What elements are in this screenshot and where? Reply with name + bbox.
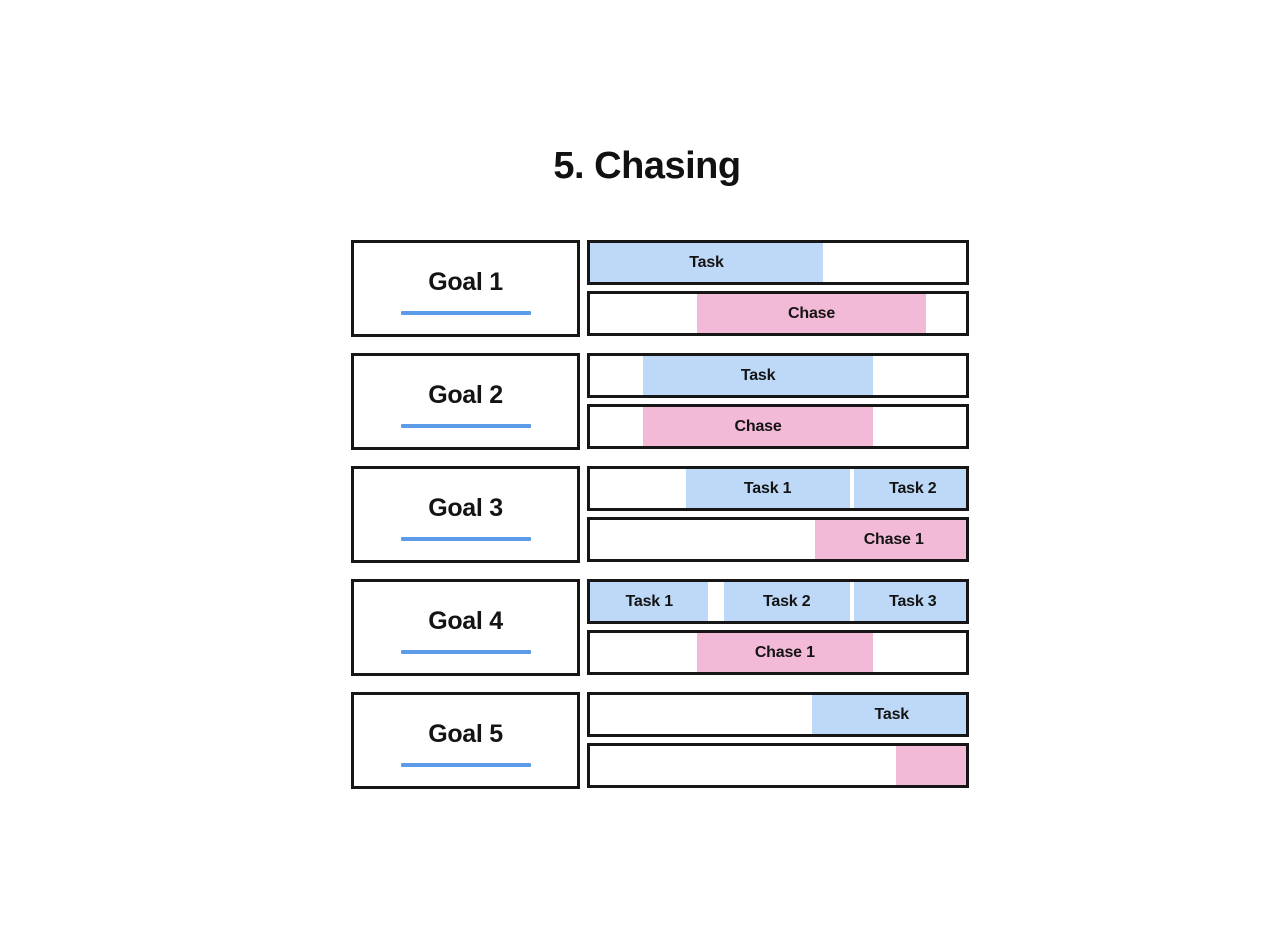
goal-underline xyxy=(400,536,531,541)
chase-bar[interactable] xyxy=(895,746,966,785)
task-bar-label: Task 2 xyxy=(762,592,811,610)
chase-bar[interactable]: Chase 1 xyxy=(696,633,873,672)
goal-label: Goal 3 xyxy=(428,493,503,522)
chase-bar-label: Chase xyxy=(734,417,782,435)
task-bar-label: Task 2 xyxy=(889,479,937,497)
chase-bar-label: Chase 1 xyxy=(863,530,924,548)
goal-card[interactable]: Goal 2 xyxy=(351,353,580,450)
chase-bar[interactable]: Chase xyxy=(643,407,873,446)
track-inner: Task xyxy=(590,356,966,395)
goal-card[interactable]: Goal 3 xyxy=(351,466,580,563)
task-bar[interactable]: Task 2 xyxy=(723,582,850,621)
goal-underline xyxy=(400,649,531,654)
goal-underline xyxy=(400,310,531,315)
chase-track: Chase 1 xyxy=(587,630,969,675)
chase-track xyxy=(587,743,969,788)
task-track: Task xyxy=(587,692,969,737)
task-bar-label: Task xyxy=(689,253,724,271)
goal-label: Goal 5 xyxy=(428,719,503,748)
chase-bar[interactable]: Chase xyxy=(696,294,927,333)
goal-tracks: Task 1 Task 2 Chase 1 xyxy=(587,466,969,563)
track-inner: Chase 1 xyxy=(590,520,966,559)
track-inner: Chase xyxy=(590,294,966,333)
chase-bar[interactable]: Chase 1 xyxy=(815,520,966,559)
track-inner: Task xyxy=(590,695,966,734)
goal-card[interactable]: Goal 1 xyxy=(351,240,580,337)
task-bar[interactable]: Task 1 xyxy=(685,469,850,508)
track-inner xyxy=(590,746,966,785)
task-bar-label: Task 1 xyxy=(743,479,792,497)
task-track: Task 1 Task 2 Task 3 xyxy=(587,579,969,624)
task-bar[interactable]: Task xyxy=(643,356,873,395)
task-bar[interactable]: Task xyxy=(590,243,824,282)
goal-card[interactable]: Goal 4 xyxy=(351,579,580,676)
task-bar-label: Task xyxy=(874,705,910,723)
track-inner: Task xyxy=(590,243,966,282)
goal-underline xyxy=(400,423,531,428)
track-inner: Task 1 Task 2 Task 3 xyxy=(590,582,966,621)
task-bar-label: Task 1 xyxy=(625,592,673,610)
task-bar[interactable]: Task 2 xyxy=(853,469,966,508)
track-inner: Task 1 Task 2 xyxy=(590,469,966,508)
goal-label: Goal 4 xyxy=(428,606,503,635)
chase-track: Chase 1 xyxy=(587,517,969,562)
page-title: 5. Chasing xyxy=(553,145,741,187)
chase-track: Chase xyxy=(587,404,969,449)
goal-underline xyxy=(400,762,531,767)
goal-label: Goal 2 xyxy=(428,380,503,409)
task-bar-label: Task xyxy=(740,366,776,384)
track-inner: Chase 1 xyxy=(590,633,966,672)
task-bar[interactable]: Task 3 xyxy=(853,582,966,621)
goal-tracks: Task xyxy=(587,692,969,789)
chase-track: Chase xyxy=(587,291,969,336)
task-bar[interactable]: Task xyxy=(811,695,966,734)
goal-label: Goal 1 xyxy=(428,267,503,296)
task-bar[interactable]: Task 1 xyxy=(590,582,709,621)
goal-row: Goal 4 Task 1 Task 2 Task 3 Chase 1 xyxy=(351,579,969,676)
goal-row: Goal 3 Task 1 Task 2 Chase 1 xyxy=(351,466,969,563)
chase-bar-label: Chase xyxy=(788,304,836,322)
task-track: Task xyxy=(587,240,969,285)
goal-tracks: Task 1 Task 2 Task 3 Chase 1 xyxy=(587,579,969,676)
task-track: Task 1 Task 2 xyxy=(587,466,969,511)
chase-bar-label: Chase 1 xyxy=(754,643,815,661)
task-track: Task xyxy=(587,353,969,398)
goal-card[interactable]: Goal 5 xyxy=(351,692,580,789)
task-bar-label: Task 3 xyxy=(889,592,937,610)
goal-row: Goal 5 Task xyxy=(351,692,969,789)
track-inner: Chase xyxy=(590,407,966,446)
